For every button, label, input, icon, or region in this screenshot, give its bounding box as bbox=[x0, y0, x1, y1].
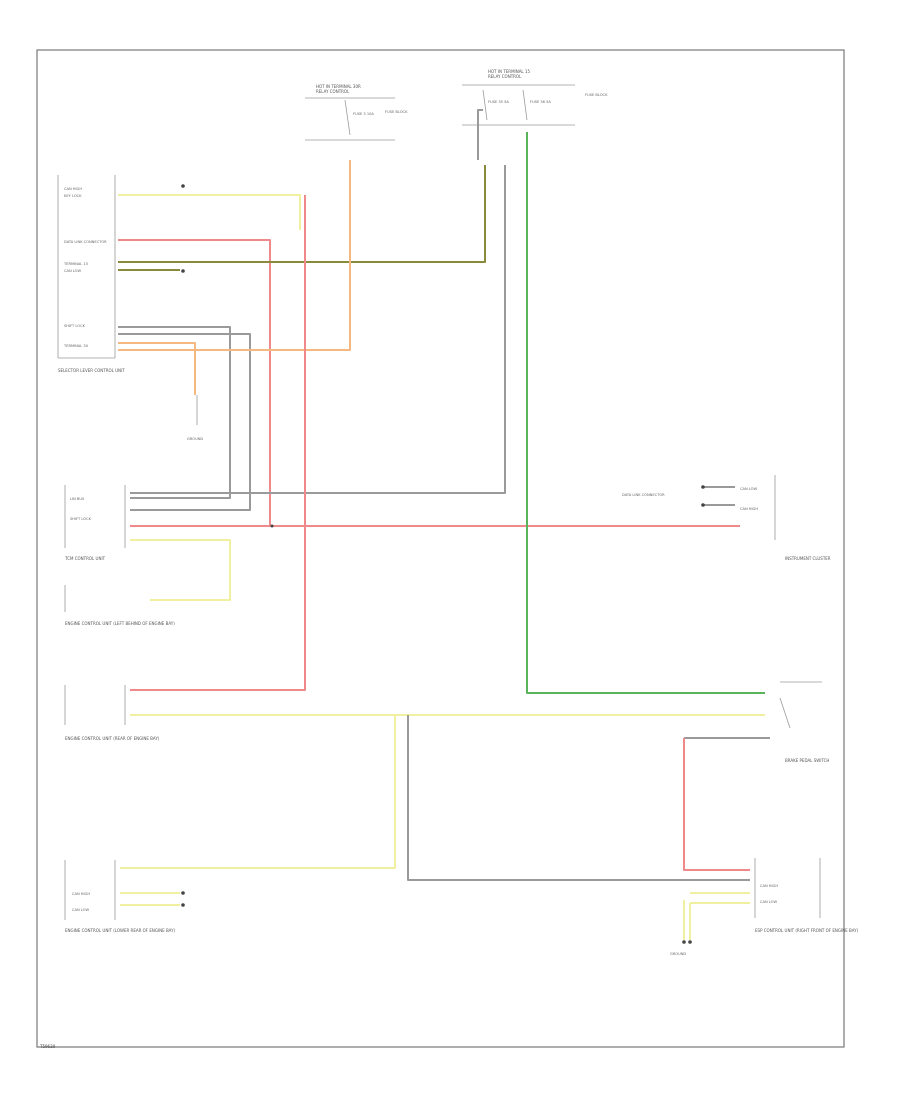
fuse-label-2b: FUSE 36 5A bbox=[530, 100, 551, 104]
selector-module-label: SELECTOR LEVER CONTROL UNIT bbox=[58, 368, 125, 373]
wires bbox=[118, 109, 770, 940]
wire-yellow-top bbox=[118, 194, 301, 230]
ecm-module-1: ENGINE CONTROL UNIT (LEFT BEHIND OF ENGI… bbox=[64, 585, 175, 626]
ic-pin-can-high: CAN HIGH bbox=[740, 507, 758, 511]
wire-orange bbox=[118, 160, 351, 351]
ground-1: GROUND bbox=[187, 395, 203, 441]
ecm3-pin-can-high: CAN HIGH bbox=[72, 892, 90, 896]
wire-yellow-tcm bbox=[130, 539, 231, 601]
data-link-dot-4 bbox=[181, 903, 185, 907]
selector-pin-can-low: CAN LOW bbox=[64, 269, 82, 273]
data-link-dot-1 bbox=[181, 184, 185, 188]
ecm-module-2: ENGINE CONTROL UNIT (REAR OF ENGINE BAY) bbox=[64, 685, 160, 741]
wire-gray-ecm3 bbox=[407, 715, 750, 881]
selector-pin-term-30: TERMINAL 30 bbox=[63, 344, 89, 348]
wire-green bbox=[526, 132, 765, 694]
wire-yellow-esp2 bbox=[689, 902, 750, 940]
tcm-pin-lin: LIN BUS bbox=[70, 497, 85, 501]
selector-lever-module: CAN HIGH KEY LOCK DATA LINK CONNECTOR TE… bbox=[57, 175, 125, 373]
wire-gray-1 bbox=[118, 326, 231, 499]
hot-sublabel-2: RELAY CONTROL bbox=[488, 74, 522, 79]
wire-olive bbox=[118, 165, 486, 263]
brake-switch: BRAKE PEDAL SWITCH bbox=[779, 681, 829, 763]
esp-pin-can-low: CAN LOW bbox=[760, 900, 778, 904]
instrument-cluster: CAN LOW CAN HIGH INSTRUMENT CLUSTER DATA… bbox=[622, 475, 831, 561]
ic-dot-2 bbox=[701, 503, 705, 507]
data-link-dot-2 bbox=[181, 269, 185, 273]
wire-orange-2 bbox=[118, 342, 196, 395]
wire-red-brake bbox=[683, 738, 750, 871]
ground-label-1: GROUND bbox=[187, 437, 203, 441]
ground-label-2: GROUND bbox=[670, 952, 686, 956]
brake-switch-label: BRAKE PEDAL SWITCH bbox=[785, 758, 829, 763]
fuse-block-label-2: FUSE BLOCK bbox=[585, 93, 608, 97]
ic-dot-1 bbox=[701, 485, 705, 489]
instrument-cluster-label: INSTRUMENT CLUSTER bbox=[785, 556, 831, 561]
tcm-label: TCM CONTROL UNIT bbox=[64, 556, 106, 561]
selector-pin-terminal-15: TERMINAL 15 bbox=[63, 262, 88, 266]
wire-gray-tcm bbox=[130, 165, 506, 494]
ecm-label-1: ENGINE CONTROL UNIT (LEFT BEHIND OF ENGI… bbox=[65, 621, 175, 626]
wire-yellow-ecm3 bbox=[120, 715, 396, 869]
selector-pin-key-lock: KEY LOCK bbox=[64, 194, 82, 198]
selector-pin-can-high: CAN HIGH bbox=[64, 187, 82, 191]
tcm-module: LIN BUS SHIFT LOCK TCM CONTROL UNIT bbox=[64, 485, 126, 561]
esp-module: CAN HIGH CAN LOW ESP CONTROL UNIT (RIGHT… bbox=[754, 858, 859, 933]
esp-label: ESP CONTROL UNIT (RIGHT FRONT OF ENGINE … bbox=[755, 928, 859, 933]
wire-gray-2 bbox=[118, 333, 251, 511]
diagram-code: T59630 bbox=[39, 1044, 56, 1049]
ecm-module-3: CAN HIGH CAN LOW ENGINE CONTROL UNIT (LO… bbox=[64, 860, 176, 933]
ic-pin-can-low: CAN LOW bbox=[740, 487, 758, 491]
fuse-block-label-1: FUSE BLOCK bbox=[385, 110, 408, 114]
esp-pin-can-high: CAN HIGH bbox=[760, 884, 778, 888]
tcm-pin-shift-lock: SHIFT LOCK bbox=[70, 517, 92, 521]
selector-pin-shift-lock: SHIFT LOCK bbox=[64, 324, 86, 328]
wire-red-ecm bbox=[130, 195, 306, 691]
fuse-area-2: HOT IN TERMINAL 15 RELAY CONTROL FUSE 35… bbox=[462, 69, 608, 126]
selector-pin-data-link: DATA LINK CONNECTOR bbox=[64, 240, 107, 244]
fuse-label-2a: FUSE 35 5A bbox=[488, 100, 509, 104]
ecm3-pin-can-low: CAN LOW bbox=[72, 908, 90, 912]
hot-sublabel-1: RELAY CONTROL bbox=[316, 89, 350, 94]
wire-gray-fuse bbox=[477, 109, 483, 160]
hot-label-2: HOT IN TERMINAL 15 bbox=[488, 69, 530, 74]
splice-dot bbox=[270, 524, 274, 528]
ground-2: GROUND bbox=[670, 940, 692, 956]
diagram-border bbox=[36, 49, 845, 1048]
data-link-dot-3 bbox=[181, 891, 185, 895]
fuse-area-1: HOT IN TERMINAL 30R RELAY CONTROL FUSE 3… bbox=[305, 84, 408, 141]
hot-label-1: HOT IN TERMINAL 30R bbox=[316, 84, 361, 89]
ecm-label-3: ENGINE CONTROL UNIT (LOWER REAR OF ENGIN… bbox=[65, 928, 176, 933]
ic-data-link-label: DATA LINK CONNECTOR bbox=[622, 493, 665, 497]
wire-yellow-esp bbox=[683, 892, 750, 940]
ecm-label-2: ENGINE CONTROL UNIT (REAR OF ENGINE BAY) bbox=[65, 736, 160, 741]
wire-red-top bbox=[118, 239, 271, 526]
fuse-label-1: FUSE 3 10A bbox=[353, 112, 374, 116]
